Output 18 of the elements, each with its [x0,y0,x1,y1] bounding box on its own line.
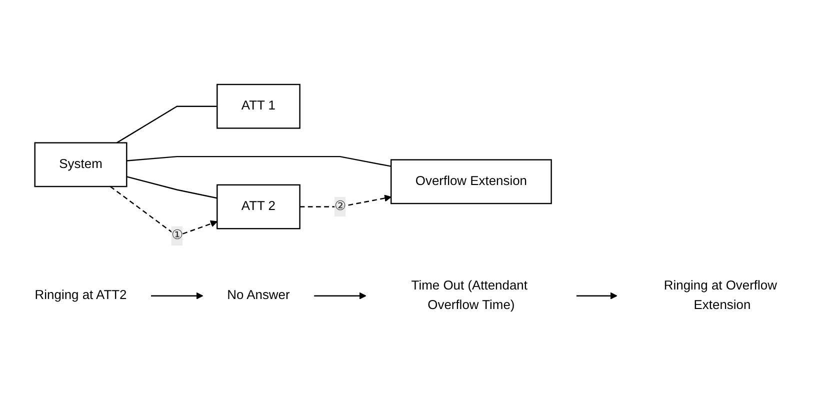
node-text: Ringing at ATT2 [34,288,127,302]
node-box: System [34,142,128,188]
node-box: ATT 2 [216,184,300,230]
arrow [151,292,204,300]
connector [116,106,218,144]
connector [126,156,392,167]
node-text: Time Out (Attendant Overflow Time) [411,278,528,312]
node-text: Ringing at Overflow Extension [664,278,777,312]
node-box: Overflow Extension [390,159,552,204]
edge-label: ① [171,228,183,242]
node-text: No Answer [227,288,290,302]
arrow [300,194,392,208]
arrow [314,292,366,300]
arrow [110,186,218,237]
connector [126,176,218,199]
arrow [576,292,618,300]
node-box: ATT 1 [216,84,300,129]
edge-label: ② [334,200,346,214]
